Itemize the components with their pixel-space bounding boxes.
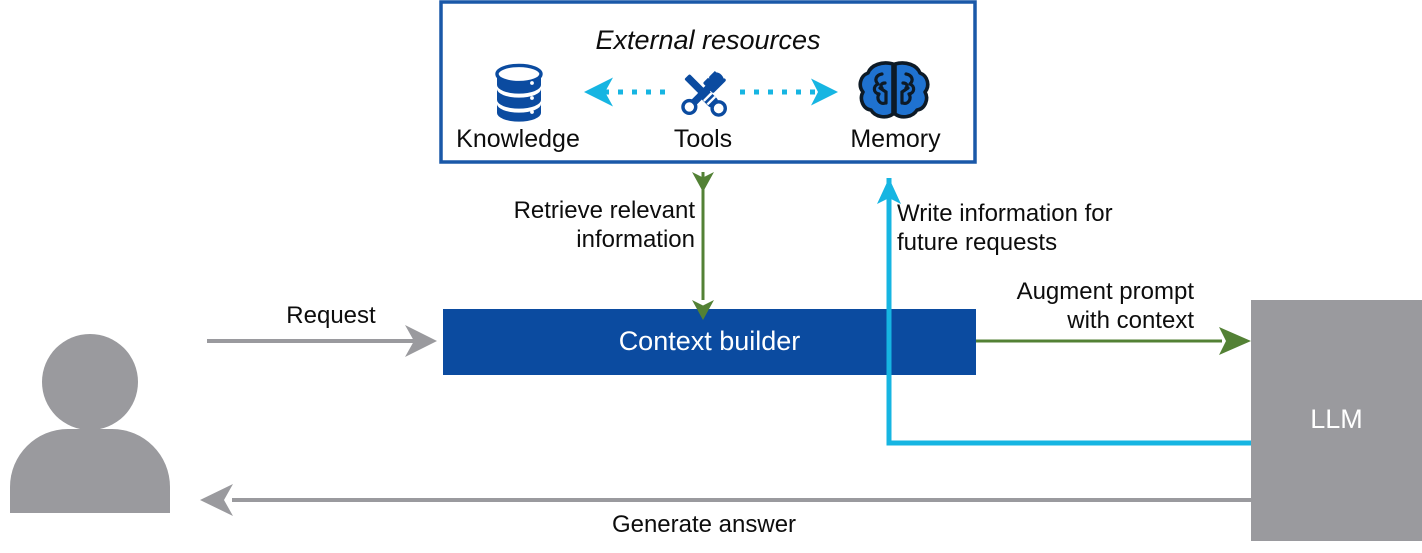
edge-write-information-for-future-requests	[877, 178, 1251, 446]
external-resource-label-knowledge: Knowledge	[456, 125, 580, 153]
llm-label: LLM	[1310, 404, 1363, 434]
external-resources-title: External resources	[595, 25, 821, 55]
brain-icon	[858, 61, 930, 119]
edge-label-augment-line2: with context	[1067, 307, 1194, 335]
edge-label-generate-answer: Generate answer	[611, 511, 797, 538]
edge-label-retrieve-line1: Retrieve relevant	[513, 197, 695, 224]
edge-label-augment-line1: Augment prompt	[1016, 278, 1194, 305]
tools-icon	[681, 70, 727, 117]
user-avatar-icon	[10, 334, 170, 513]
edge-label-write-line1: Write information for	[897, 200, 1113, 227]
edge-label-retrieve-line2: information	[576, 226, 695, 254]
context-builder-label: Context builder	[618, 326, 801, 356]
external-resource-label-tools: Tools	[673, 125, 733, 153]
edge-label-request: Request	[286, 302, 376, 329]
external-resource-label-memory: Memory	[850, 125, 941, 153]
llm-box[interactable]	[1251, 300, 1422, 541]
edge-label-write-line2: future requests	[897, 229, 1058, 257]
database-icon	[495, 63, 543, 122]
